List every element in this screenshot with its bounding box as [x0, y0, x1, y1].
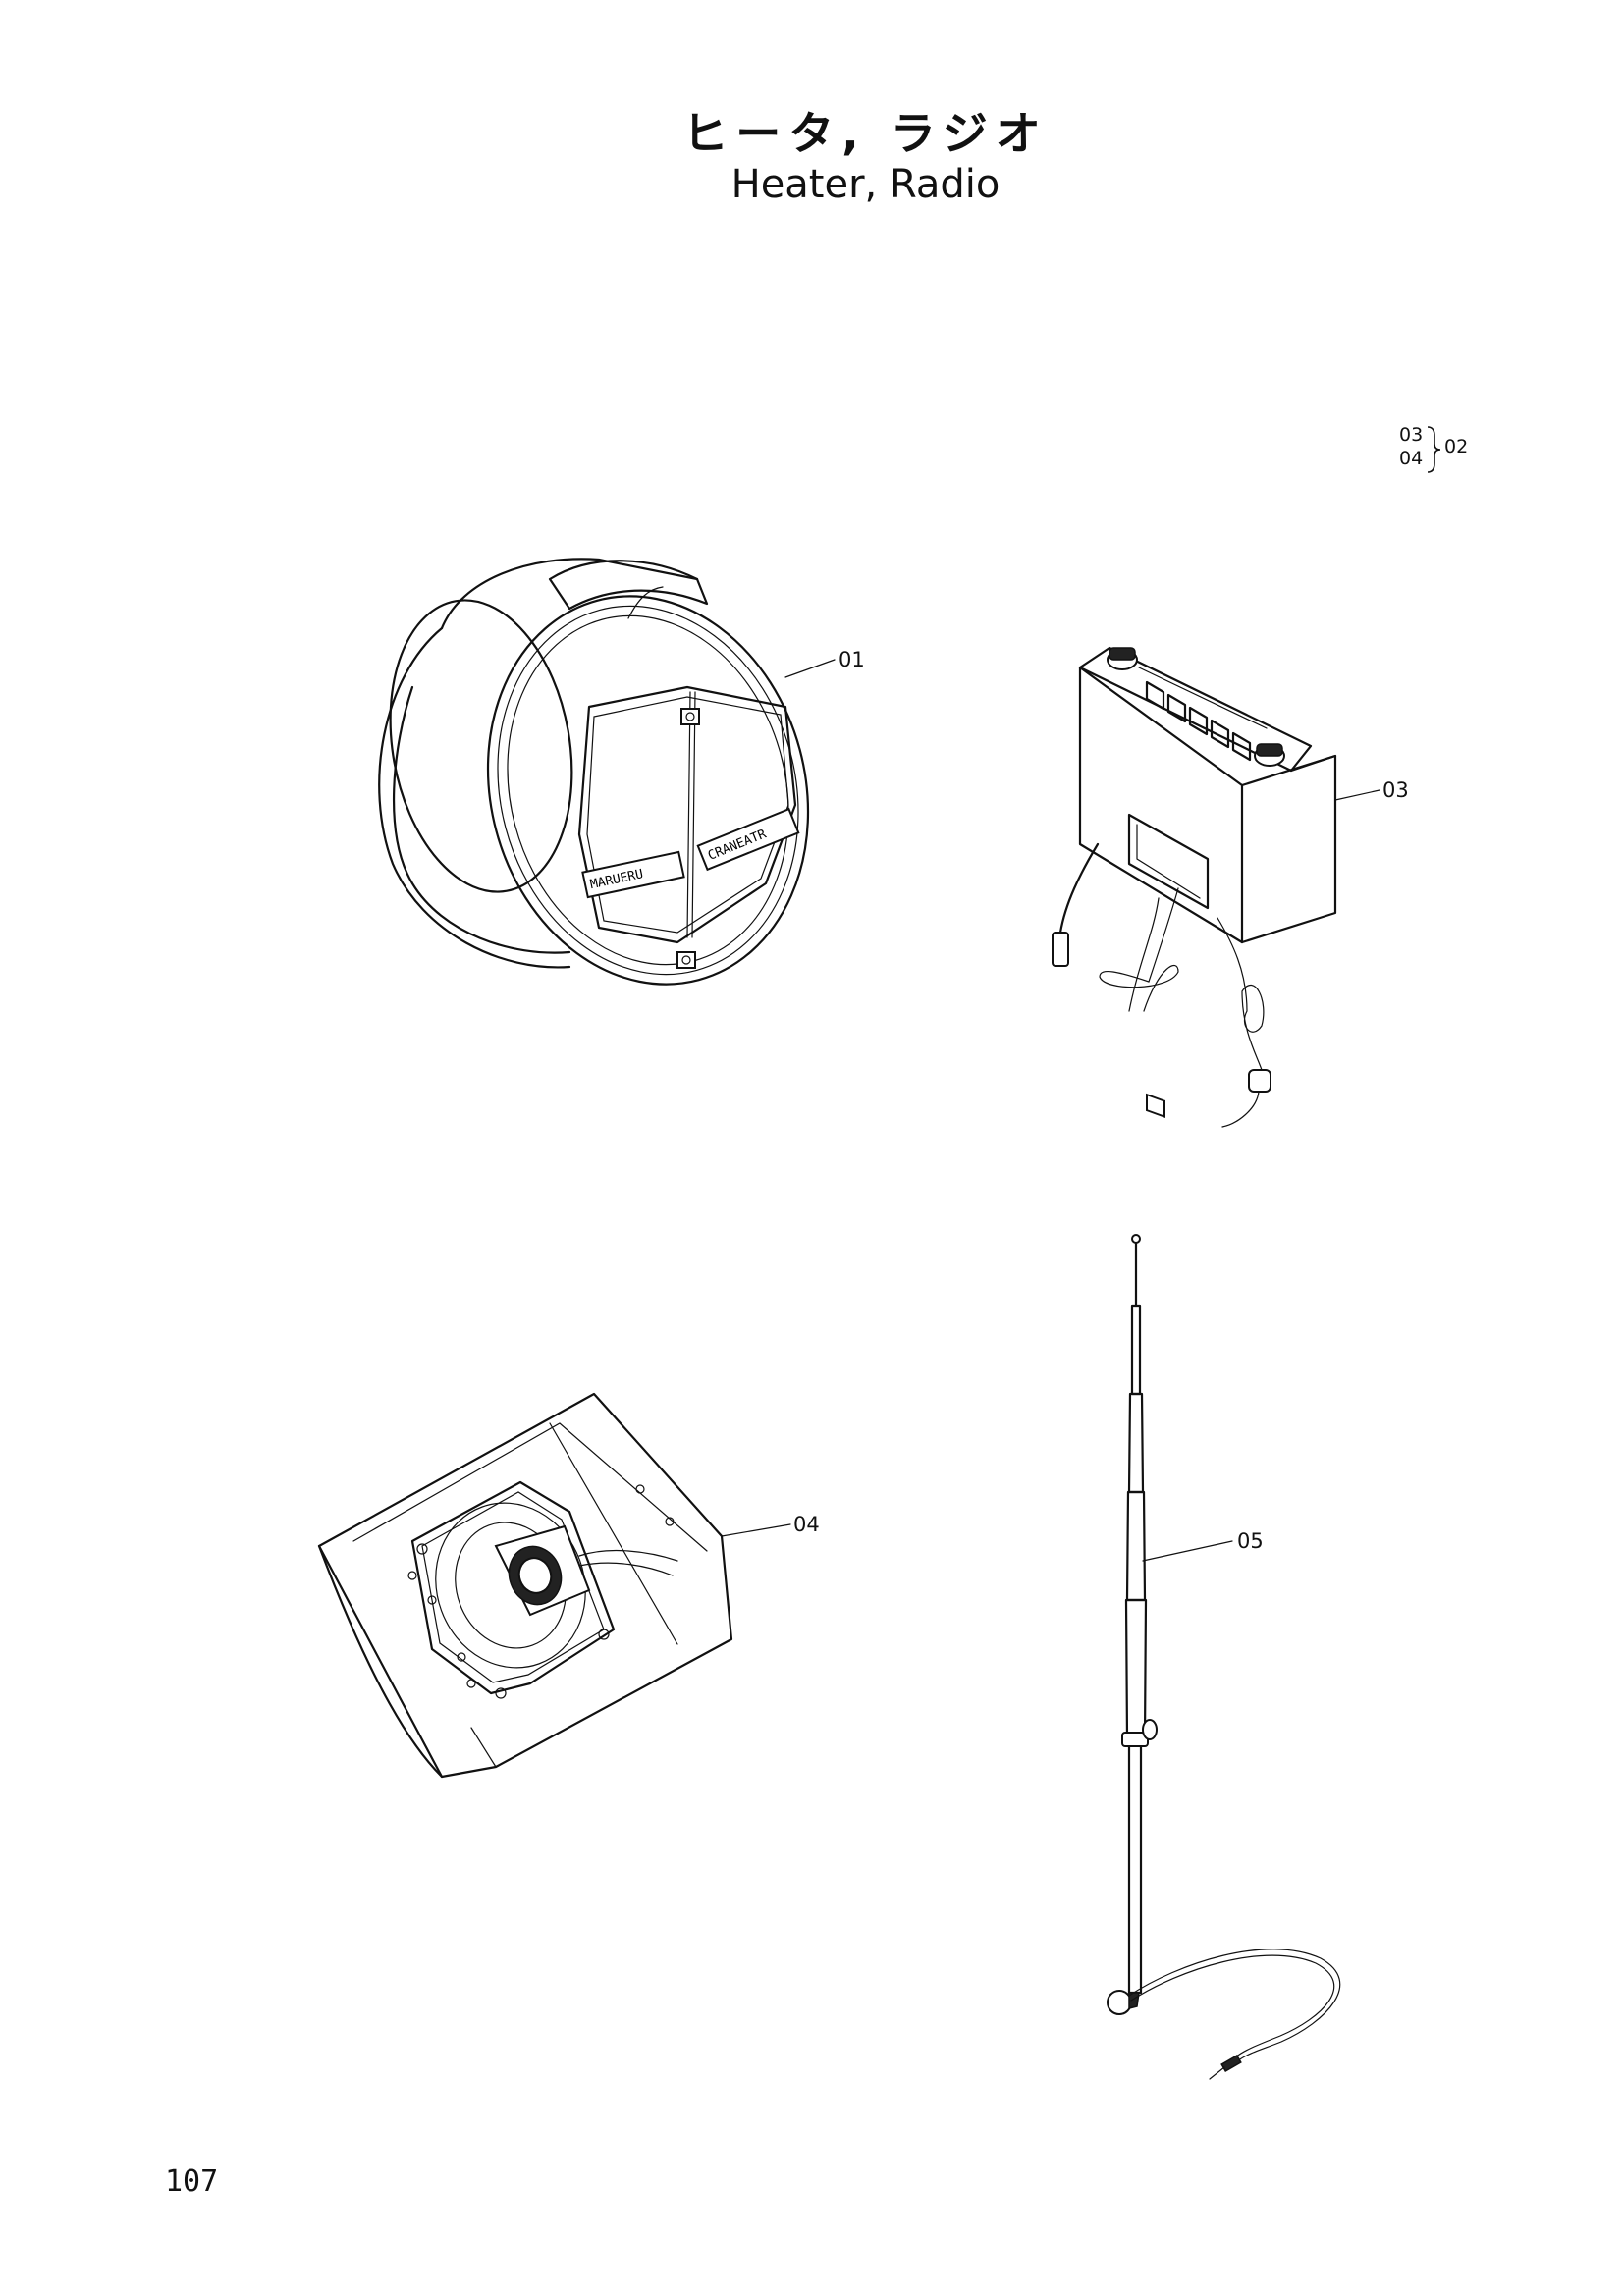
group-brace-icon: [1427, 426, 1441, 473]
callout-speaker: 04: [793, 1513, 820, 1536]
group-member-04: 04: [1399, 448, 1424, 469]
speaker-drawing: [317, 1392, 791, 1779]
callout-radio: 03: [1382, 778, 1409, 802]
antenna-drawing: [1107, 1234, 1341, 2080]
page-title-english: Heater, Radio: [730, 162, 1001, 207]
group-parent-02: 02: [1444, 436, 1469, 457]
callout-antenna: 05: [1237, 1529, 1264, 1553]
callout-heater: 01: [839, 648, 865, 671]
assembly-group-label: 03 04 02: [1399, 422, 1488, 481]
group-member-03: 03: [1399, 424, 1424, 446]
page-number: 107: [165, 2164, 219, 2199]
heater-drawing: [378, 558, 836, 986]
page-title-japanese: ヒータ, ラジオ: [682, 107, 1049, 160]
radio-drawing: [1052, 646, 1380, 1128]
